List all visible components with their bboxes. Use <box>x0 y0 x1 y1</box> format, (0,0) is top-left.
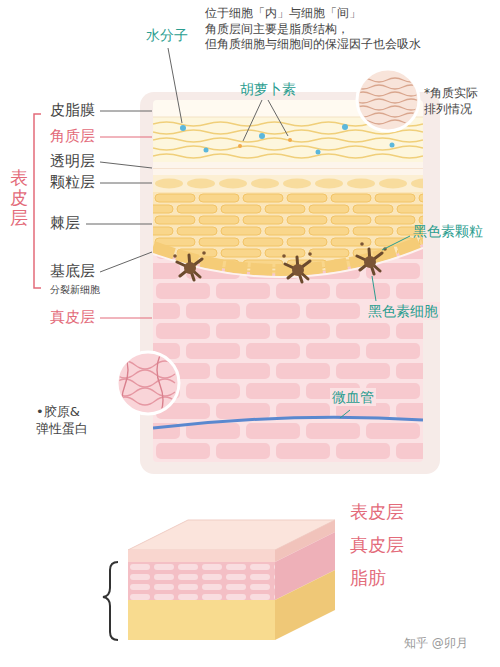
collagen-zoom <box>115 355 175 415</box>
layer-label: 真皮层 <box>50 308 95 328</box>
melanocyte <box>357 242 387 274</box>
skin-block <box>128 600 275 640</box>
skin-block <box>128 562 275 600</box>
leader-line <box>100 183 152 184</box>
collagen-zoom <box>122 355 128 415</box>
collagen-zoom <box>115 352 179 415</box>
leader-line <box>382 236 410 250</box>
layer-label: 皮脂膜 <box>50 101 95 121</box>
callout-label: 水分子 <box>146 26 188 44</box>
corneum-zoom <box>355 92 435 96</box>
basal-membrane <box>153 248 423 277</box>
melanocyte <box>308 252 312 256</box>
melanocyte <box>360 242 364 246</box>
collagen-zoom <box>157 355 163 415</box>
clear-layer <box>153 168 423 169</box>
callout-label: •胶原& 弹性蛋白 <box>36 404 100 438</box>
corneum-lines <box>153 146 423 150</box>
leader-line <box>100 162 152 168</box>
callout-label: *角质实际 排列情况 <box>424 86 492 117</box>
carotene-dot <box>288 138 292 142</box>
leader-line <box>100 111 152 112</box>
granular-layer <box>153 175 423 192</box>
clear-layer <box>153 162 423 175</box>
corneum-zoom <box>355 106 435 110</box>
water-molecule <box>316 150 321 155</box>
collagen-zoom <box>115 370 175 378</box>
layer-brace <box>103 562 118 640</box>
leader-line <box>243 100 262 141</box>
melanocyte <box>357 249 382 274</box>
carotene-dot <box>238 144 242 148</box>
layer-label: 透明层 <box>50 152 95 172</box>
melanocyte <box>285 257 310 282</box>
leader-line <box>168 48 182 123</box>
water-molecule <box>259 133 265 139</box>
layer-group-label: 表皮层 <box>10 168 28 227</box>
leader-line <box>100 137 152 138</box>
epidermis-bracket <box>34 114 41 288</box>
layer-label: 角质层 <box>50 127 95 147</box>
water-molecule <box>204 148 209 153</box>
micro-vessel <box>153 417 423 428</box>
corneum-zoom <box>355 99 435 103</box>
skin-block <box>275 570 335 640</box>
layer-note: 分裂新细胞 <box>50 283 100 296</box>
leader-line <box>340 410 350 418</box>
melanocyte <box>173 254 177 258</box>
corneum-zoom <box>355 85 435 89</box>
leader-line <box>100 137 152 318</box>
melanocyte <box>282 252 312 282</box>
collagen-zoom <box>115 361 175 369</box>
melanocyte <box>364 256 376 268</box>
water-molecule <box>180 124 395 155</box>
melanocyte <box>173 242 387 282</box>
carotene-dot <box>238 138 292 148</box>
callout-label: 微血管 <box>330 388 376 406</box>
skin-block <box>128 520 335 640</box>
dermis-layer <box>153 235 423 462</box>
block-layer-label: 脂肪 <box>350 566 386 589</box>
corneum-zoom <box>355 78 435 124</box>
melanocyte <box>177 255 202 280</box>
callout-label: 胡萝卜素 <box>240 80 296 98</box>
leader-line <box>268 100 288 136</box>
melanocyte <box>202 251 206 255</box>
layer-label: 棘层 <box>50 214 80 234</box>
leader-line <box>86 224 152 225</box>
spinous-layer <box>153 190 423 274</box>
water-molecule <box>390 143 395 148</box>
melanocyte <box>292 264 304 276</box>
block-layer-label: 真皮层 <box>350 533 404 556</box>
note-text: 位于细胞「内」与细胞「间」 角质层间主要是脂质结构， 但角质细胞与细胞间的保湿因… <box>205 6 439 53</box>
layer-label: 基底层 <box>50 262 95 282</box>
collagen-zoom <box>115 397 175 405</box>
melanocyte <box>282 254 286 258</box>
corneum-lines <box>153 138 423 142</box>
melanocyte <box>173 251 206 280</box>
corneum-zoom <box>355 113 435 117</box>
callout-label: 黑色素细胞 <box>366 302 440 320</box>
leader-line <box>100 252 152 272</box>
melanocyte <box>184 262 196 274</box>
water-molecule <box>342 124 348 130</box>
corneum-lines <box>153 154 423 158</box>
skin-section <box>153 100 423 462</box>
corneum-zoom <box>355 78 435 82</box>
water-molecule <box>180 125 186 131</box>
leader-line <box>100 318 152 319</box>
illustration-panel <box>140 92 440 474</box>
leader-line <box>372 276 376 301</box>
watermark: 知乎 @卯月 <box>404 636 468 652</box>
corneum-zoom <box>355 69 435 131</box>
block-layer-label: 表皮层 <box>350 500 404 523</box>
corneum-zoom <box>355 120 435 124</box>
layer-label: 颗粒层 <box>50 173 95 193</box>
callout-label: 黑色素颗粒 <box>413 222 483 240</box>
skin-block <box>128 550 275 562</box>
